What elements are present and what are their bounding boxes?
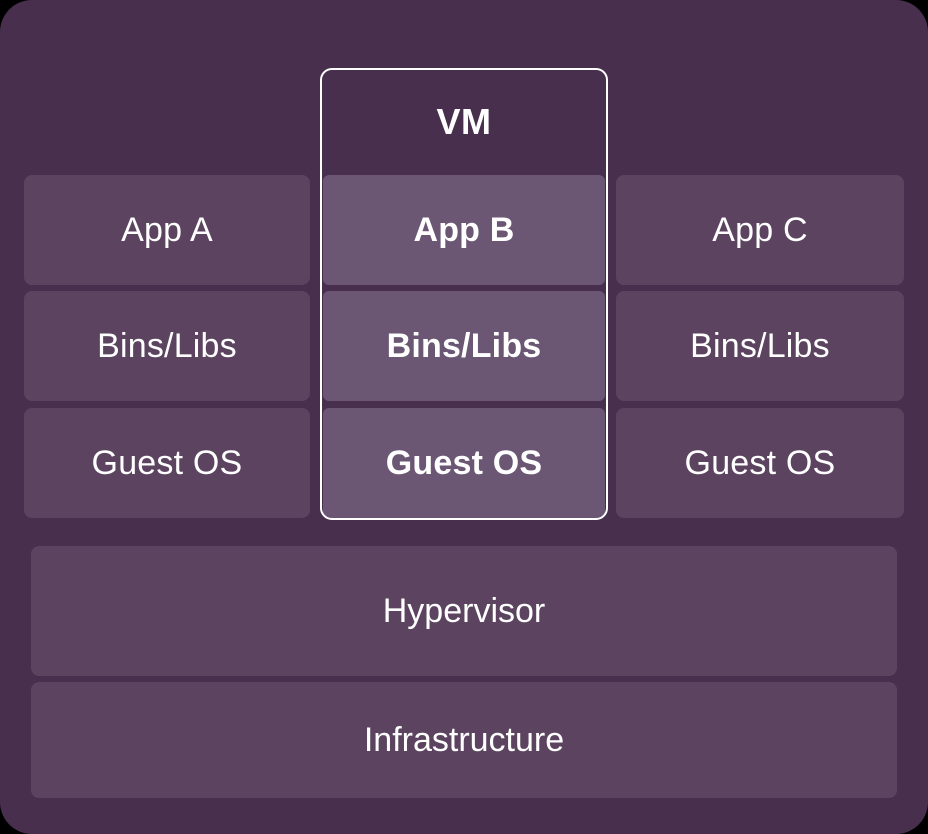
vm-label: VM — [436, 100, 492, 142]
tile-bins-libs-middle: Bins/Libs — [323, 291, 605, 401]
bar-infrastructure: Infrastructure — [31, 682, 897, 798]
tile-bins-libs-left: Bins/Libs — [24, 291, 310, 401]
tile-guest-os-middle: Guest OS — [323, 408, 605, 518]
tile-bins-libs-right: Bins/Libs — [616, 291, 904, 401]
tile-guest-os-left: Guest OS — [24, 408, 310, 518]
tile-app-c: App C — [616, 175, 904, 285]
tile-app-a: App A — [24, 175, 310, 285]
tile-app-b: App B — [323, 175, 605, 285]
tile-guest-os-right: Guest OS — [616, 408, 904, 518]
bar-hypervisor: Hypervisor — [31, 546, 897, 676]
